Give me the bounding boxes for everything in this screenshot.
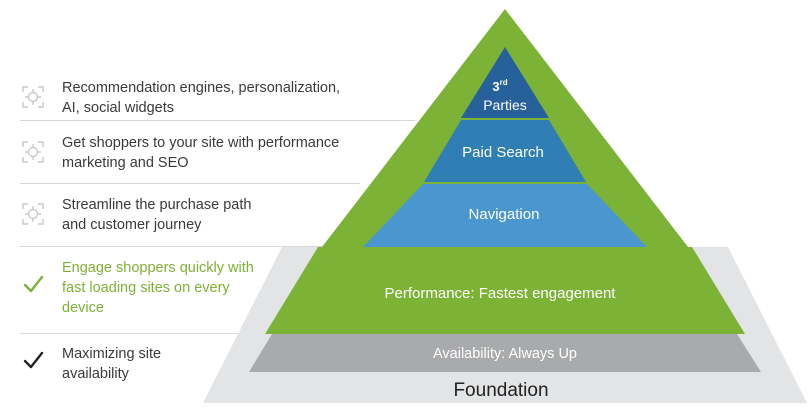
layer-availability <box>249 334 761 372</box>
target-icon <box>20 84 46 110</box>
layer-performance <box>265 247 745 334</box>
divider <box>20 120 415 121</box>
foundation-label: Foundation <box>453 380 548 401</box>
layer-third-parties <box>461 47 549 118</box>
checkmark-icon <box>20 272 46 298</box>
target-icon <box>20 139 46 165</box>
list-item-text: Recommendation engines, personalization,… <box>62 80 341 116</box>
divider <box>20 333 282 334</box>
checkmark-icon <box>20 348 46 374</box>
availability-label: Availability: Always Up <box>433 346 577 362</box>
third-parties-number: 3rd <box>492 78 507 94</box>
performance-label: Performance: Fastest engagement <box>385 285 617 302</box>
paid-search-label: Paid Search <box>462 144 544 161</box>
divider <box>20 246 338 247</box>
list-item-text: Get shoppers to your site with performan… <box>62 135 340 171</box>
third-parties-label: Parties <box>483 97 527 113</box>
feature-list: Recommendation engines, personalization,… <box>20 80 415 382</box>
layer-navigation <box>363 184 647 247</box>
list-item-text: Engage shoppers quickly with fast loadin… <box>62 260 254 316</box>
layer-paid-search <box>424 120 586 182</box>
list-item-text: Streamline the purchase path and custome… <box>62 197 252 233</box>
divider <box>20 183 360 184</box>
list-item-text: Maximizing site availability <box>62 346 162 382</box>
navigation-label: Navigation <box>469 206 540 223</box>
target-icon <box>20 201 46 227</box>
